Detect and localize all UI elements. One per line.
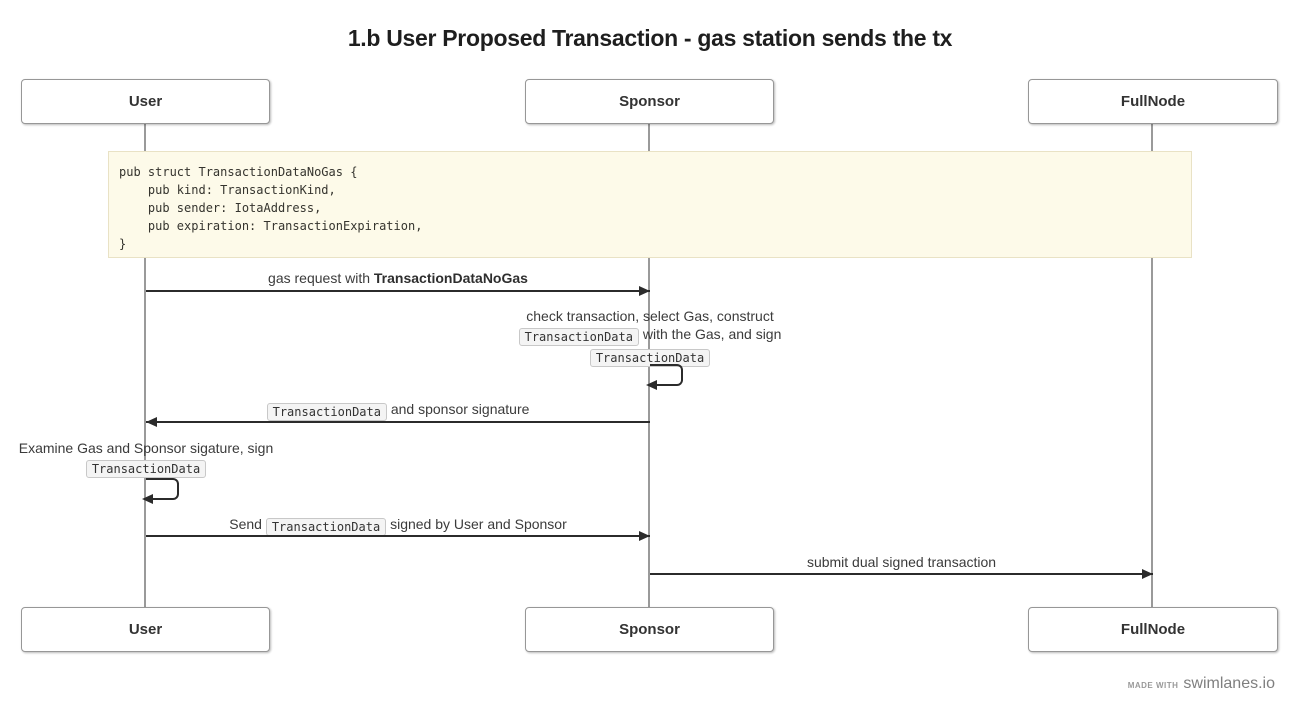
label-text: submit dual signed transaction [806,554,997,570]
arrowhead-right-icon [1142,569,1153,579]
arrowhead-left-icon [646,380,657,390]
code-chip: TransactionData [266,403,387,421]
message-arrow-sponsor-reply [146,421,650,423]
lifeline-user [144,124,146,607]
arrowhead-right-icon [639,286,650,296]
message-label-send-signed: Send TransactionData signed by User and … [146,515,650,536]
actor-label: FullNode [1120,621,1186,638]
actor-label: User [128,93,163,110]
footer-watermark: MADE WITH swimlanes.io [1128,675,1275,693]
message-label-submit: submit dual signed transaction [650,553,1153,571]
code-note: pub struct TransactionDataNoGas { pub ki… [108,151,1192,258]
message-label-user-self: Examine Gas and Sponsor sigature, sign T… [0,439,292,478]
label-text: signed by User and Sponsor [386,516,567,532]
actor-label: User [128,621,163,638]
self-loop-user-icon [146,478,179,500]
label-text: with the Gas, and sign [638,326,782,342]
code-line: pub sender: IotaAddress, [119,201,322,215]
code-chip: TransactionData [85,460,207,478]
code-line: pub expiration: TransactionExpiration, [119,219,423,233]
label-text: check transaction, select Gas, construct [526,308,774,324]
self-loop-sponsor-icon [650,364,683,386]
label-bold-text: TransactionDataNoGas [373,270,528,286]
label-text: and sponsor signature [386,401,530,417]
arrowhead-right-icon [639,531,650,541]
actor-label: Sponsor [619,93,680,110]
arrowhead-left-icon [142,494,153,504]
message-arrow-gas-request [146,290,650,292]
message-label-gas-request: gas request with TransactionDataNoGas [146,269,650,287]
code-line: } [119,237,127,251]
actor-top-fullnode: FullNode [1028,79,1278,124]
label-text: Examine Gas and Sponsor sigature, sign [18,440,274,456]
made-with-label: MADE WITH [1127,681,1179,690]
swimlanes-brand-link[interactable]: swimlanes.io [1183,675,1275,692]
message-label-sponsor-reply: TransactionData and sponsor signature [146,400,650,421]
actor-label: FullNode [1120,93,1186,110]
code-chip: TransactionData [265,518,387,536]
lifeline-fullnode [1151,124,1153,607]
message-arrow-send-signed [146,535,650,537]
label-text: Send [229,516,266,532]
message-arrow-submit [650,573,1153,575]
actor-bottom-user: User [21,607,270,652]
code-line: pub kind: TransactionKind, [119,183,336,197]
actor-top-user: User [21,79,270,124]
code-line: pub struct TransactionDataNoGas { [119,165,358,179]
actor-bottom-fullnode: FullNode [1028,607,1278,652]
message-label-sponsor-self: check transaction, select Gas, construct… [450,307,850,367]
actor-top-sponsor: Sponsor [525,79,774,124]
label-text: gas request with [268,270,374,286]
diagram-title: 1.b User Proposed Transaction - gas stat… [347,25,953,51]
arrowhead-left-icon [146,417,157,427]
code-chip: TransactionData [589,349,711,367]
actor-label: Sponsor [619,621,680,638]
code-chip: TransactionData [518,328,639,346]
actor-bottom-sponsor: Sponsor [525,607,774,652]
